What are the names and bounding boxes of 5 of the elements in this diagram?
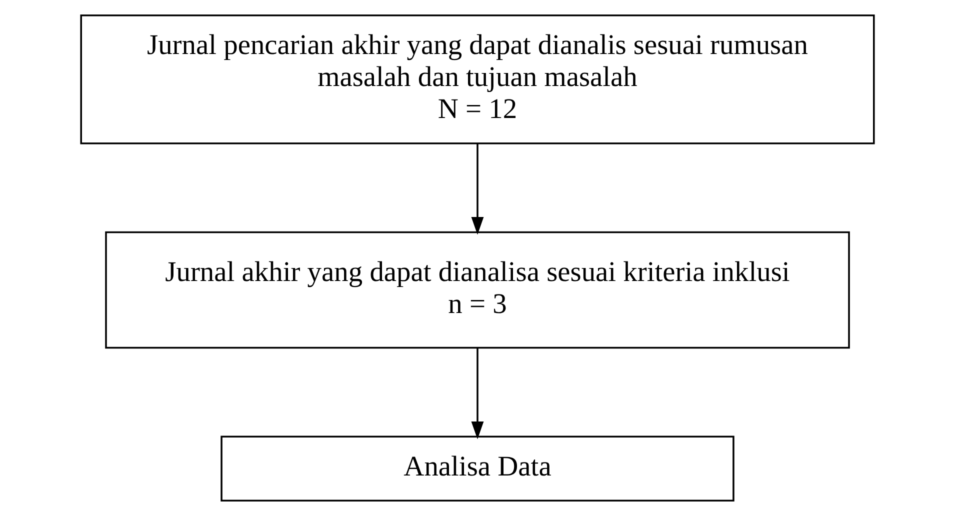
node-box: Jurnal akhir yang dapat dianalisa sesuai kriteria inklusi n = 3 <box>104 231 850 349</box>
arrow <box>470 348 484 440</box>
arrow <box>470 144 484 235</box>
node-box: Analisa Data <box>220 436 734 502</box>
node-box: Jurnal pencarian akhir yang dapat dianalis sesuai rumusan masalah dan tujuan masalah N = 12 <box>80 14 874 144</box>
